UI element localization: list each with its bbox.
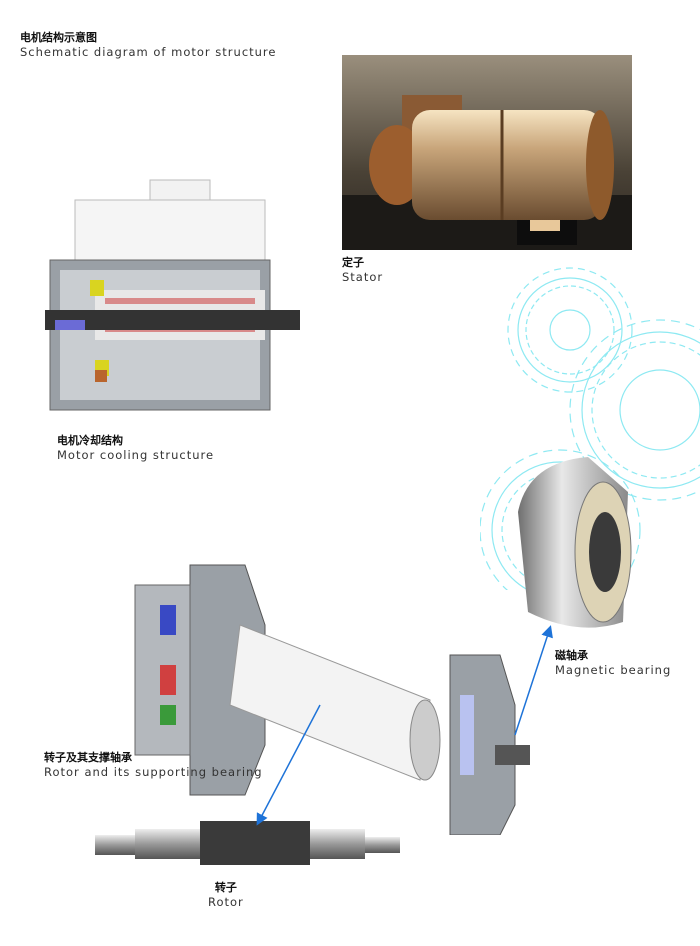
rotor-assembly-label-zh: 转子及其支撑轴承 bbox=[44, 751, 132, 764]
page-title: 电机结构示意图 Schematic diagram of motor struc… bbox=[20, 30, 277, 60]
rotor-assembly-label-en: Rotor and its supporting bearing bbox=[44, 765, 263, 779]
title-en: Schematic diagram of motor structure bbox=[20, 45, 277, 59]
cooling-caption: 电机冷却结构 Motor cooling structure bbox=[57, 433, 214, 463]
cooling-label-en: Motor cooling structure bbox=[57, 448, 215, 462]
magnetic-bearing-photo bbox=[518, 457, 632, 628]
arrow-to-rotor bbox=[256, 704, 321, 826]
magnetic-bearing-caption: 磁轴承 Magnetic bearing bbox=[555, 648, 671, 678]
stator-label-zh: 定子 bbox=[342, 256, 364, 269]
rotor-shaft-photo bbox=[95, 821, 400, 865]
title-zh: 电机结构示意图 bbox=[20, 31, 97, 44]
motor-cooling-drawing bbox=[45, 179, 300, 411]
rotor-label-en: Rotor bbox=[208, 895, 244, 909]
rotor-assembly-caption: 转子及其支撑轴承 Rotor and its supporting bearin… bbox=[44, 750, 263, 780]
cooling-label-zh: 电机冷却结构 bbox=[57, 434, 123, 447]
stator-photo bbox=[342, 55, 632, 250]
stator-caption: 定子 Stator bbox=[342, 255, 383, 285]
rotor-caption: 转子 Rotor bbox=[208, 880, 244, 910]
stator-label-en: Stator bbox=[342, 270, 384, 284]
magnetic-bearing-label-zh: 磁轴承 bbox=[555, 649, 588, 662]
magnetic-bearing-label-en: Magnetic bearing bbox=[555, 663, 672, 677]
arrow-to-magnetic-bearing bbox=[514, 625, 553, 736]
rotor-assembly-drawing bbox=[134, 564, 530, 835]
rotor-label-zh: 转子 bbox=[214, 881, 237, 894]
